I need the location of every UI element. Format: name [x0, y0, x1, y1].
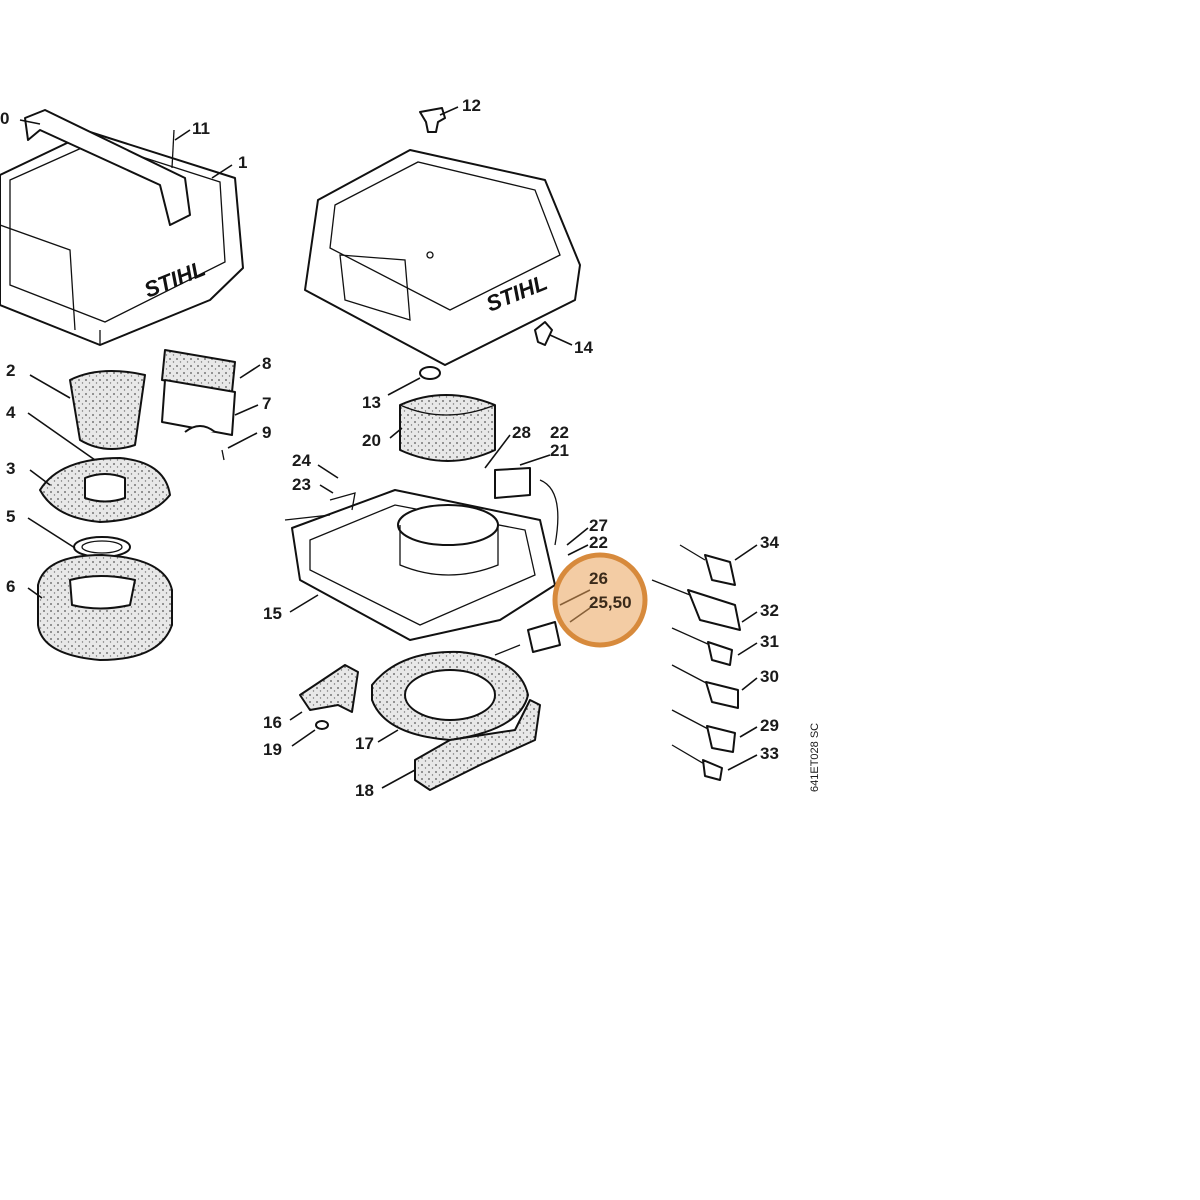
label-part-7[interactable]: 7	[262, 394, 271, 413]
label-part-23[interactable]: 23	[292, 475, 311, 494]
label-part-1[interactable]: 1	[238, 153, 247, 172]
label-part-28[interactable]: 28	[512, 423, 531, 442]
label-part-24[interactable]: 24	[292, 451, 311, 470]
foam-ring-3[interactable]	[39, 457, 171, 523]
gasket-18[interactable]	[414, 699, 541, 791]
label-part-30[interactable]: 30	[760, 667, 779, 686]
label-part-31[interactable]: 31	[760, 632, 779, 651]
label-part-9[interactable]: 9	[262, 423, 271, 442]
plate-16[interactable]	[299, 664, 359, 730]
power-cables[interactable]	[651, 544, 741, 781]
label-part-12[interactable]: 12	[462, 96, 481, 115]
label-part-11[interactable]: 11	[192, 119, 210, 138]
gasket-ring-17[interactable]	[371, 650, 529, 741]
housing-cover-right[interactable]: STIHL	[304, 107, 581, 366]
label-part-0[interactable]: 0	[0, 109, 9, 128]
label-part-3[interactable]: 3	[6, 459, 15, 478]
label-part-33[interactable]: 33	[760, 744, 779, 763]
label-part-20[interactable]: 20	[362, 431, 381, 450]
drawing-code: 641ET028 SC	[809, 723, 821, 792]
foam-filter-2[interactable]	[69, 370, 146, 470]
base-plate-15[interactable]	[284, 467, 561, 656]
filter-plates-7-8[interactable]	[161, 349, 236, 461]
label-part-34[interactable]: 34	[760, 533, 779, 552]
label-part-32[interactable]: 32	[760, 601, 779, 620]
part-labels: 0 11 1 2 4 3 5 6 8 7 9 12 13 14 20 28 22…	[0, 96, 779, 800]
label-part-22-bottom[interactable]: 22	[589, 533, 608, 552]
label-part-29[interactable]: 29	[760, 716, 779, 735]
housing-cover-left[interactable]: STIHL	[0, 109, 244, 346]
label-part-21[interactable]: 21	[550, 441, 569, 460]
label-part-15[interactable]: 15	[263, 604, 282, 623]
label-part-16[interactable]: 16	[263, 713, 282, 732]
label-part-25-50[interactable]: 25,50	[589, 593, 632, 612]
label-part-19[interactable]: 19	[263, 740, 282, 759]
label-part-18[interactable]: 18	[355, 781, 374, 800]
label-part-13[interactable]: 13	[362, 393, 381, 412]
foam-cylinder-20[interactable]	[399, 366, 496, 462]
label-part-14[interactable]: 14	[574, 338, 593, 357]
label-part-26[interactable]: 26	[589, 569, 608, 588]
label-part-4[interactable]: 4	[6, 403, 16, 422]
label-part-17[interactable]: 17	[355, 734, 374, 753]
label-part-2[interactable]: 2	[6, 361, 15, 380]
label-part-22-top[interactable]: 22	[550, 423, 569, 442]
label-part-27[interactable]: 27	[589, 516, 608, 535]
label-part-8[interactable]: 8	[262, 354, 271, 373]
foam-ring-6[interactable]	[37, 554, 173, 661]
label-part-6[interactable]: 6	[6, 577, 15, 596]
highlight-circle	[552, 552, 648, 648]
label-part-5[interactable]: 5	[6, 507, 15, 526]
